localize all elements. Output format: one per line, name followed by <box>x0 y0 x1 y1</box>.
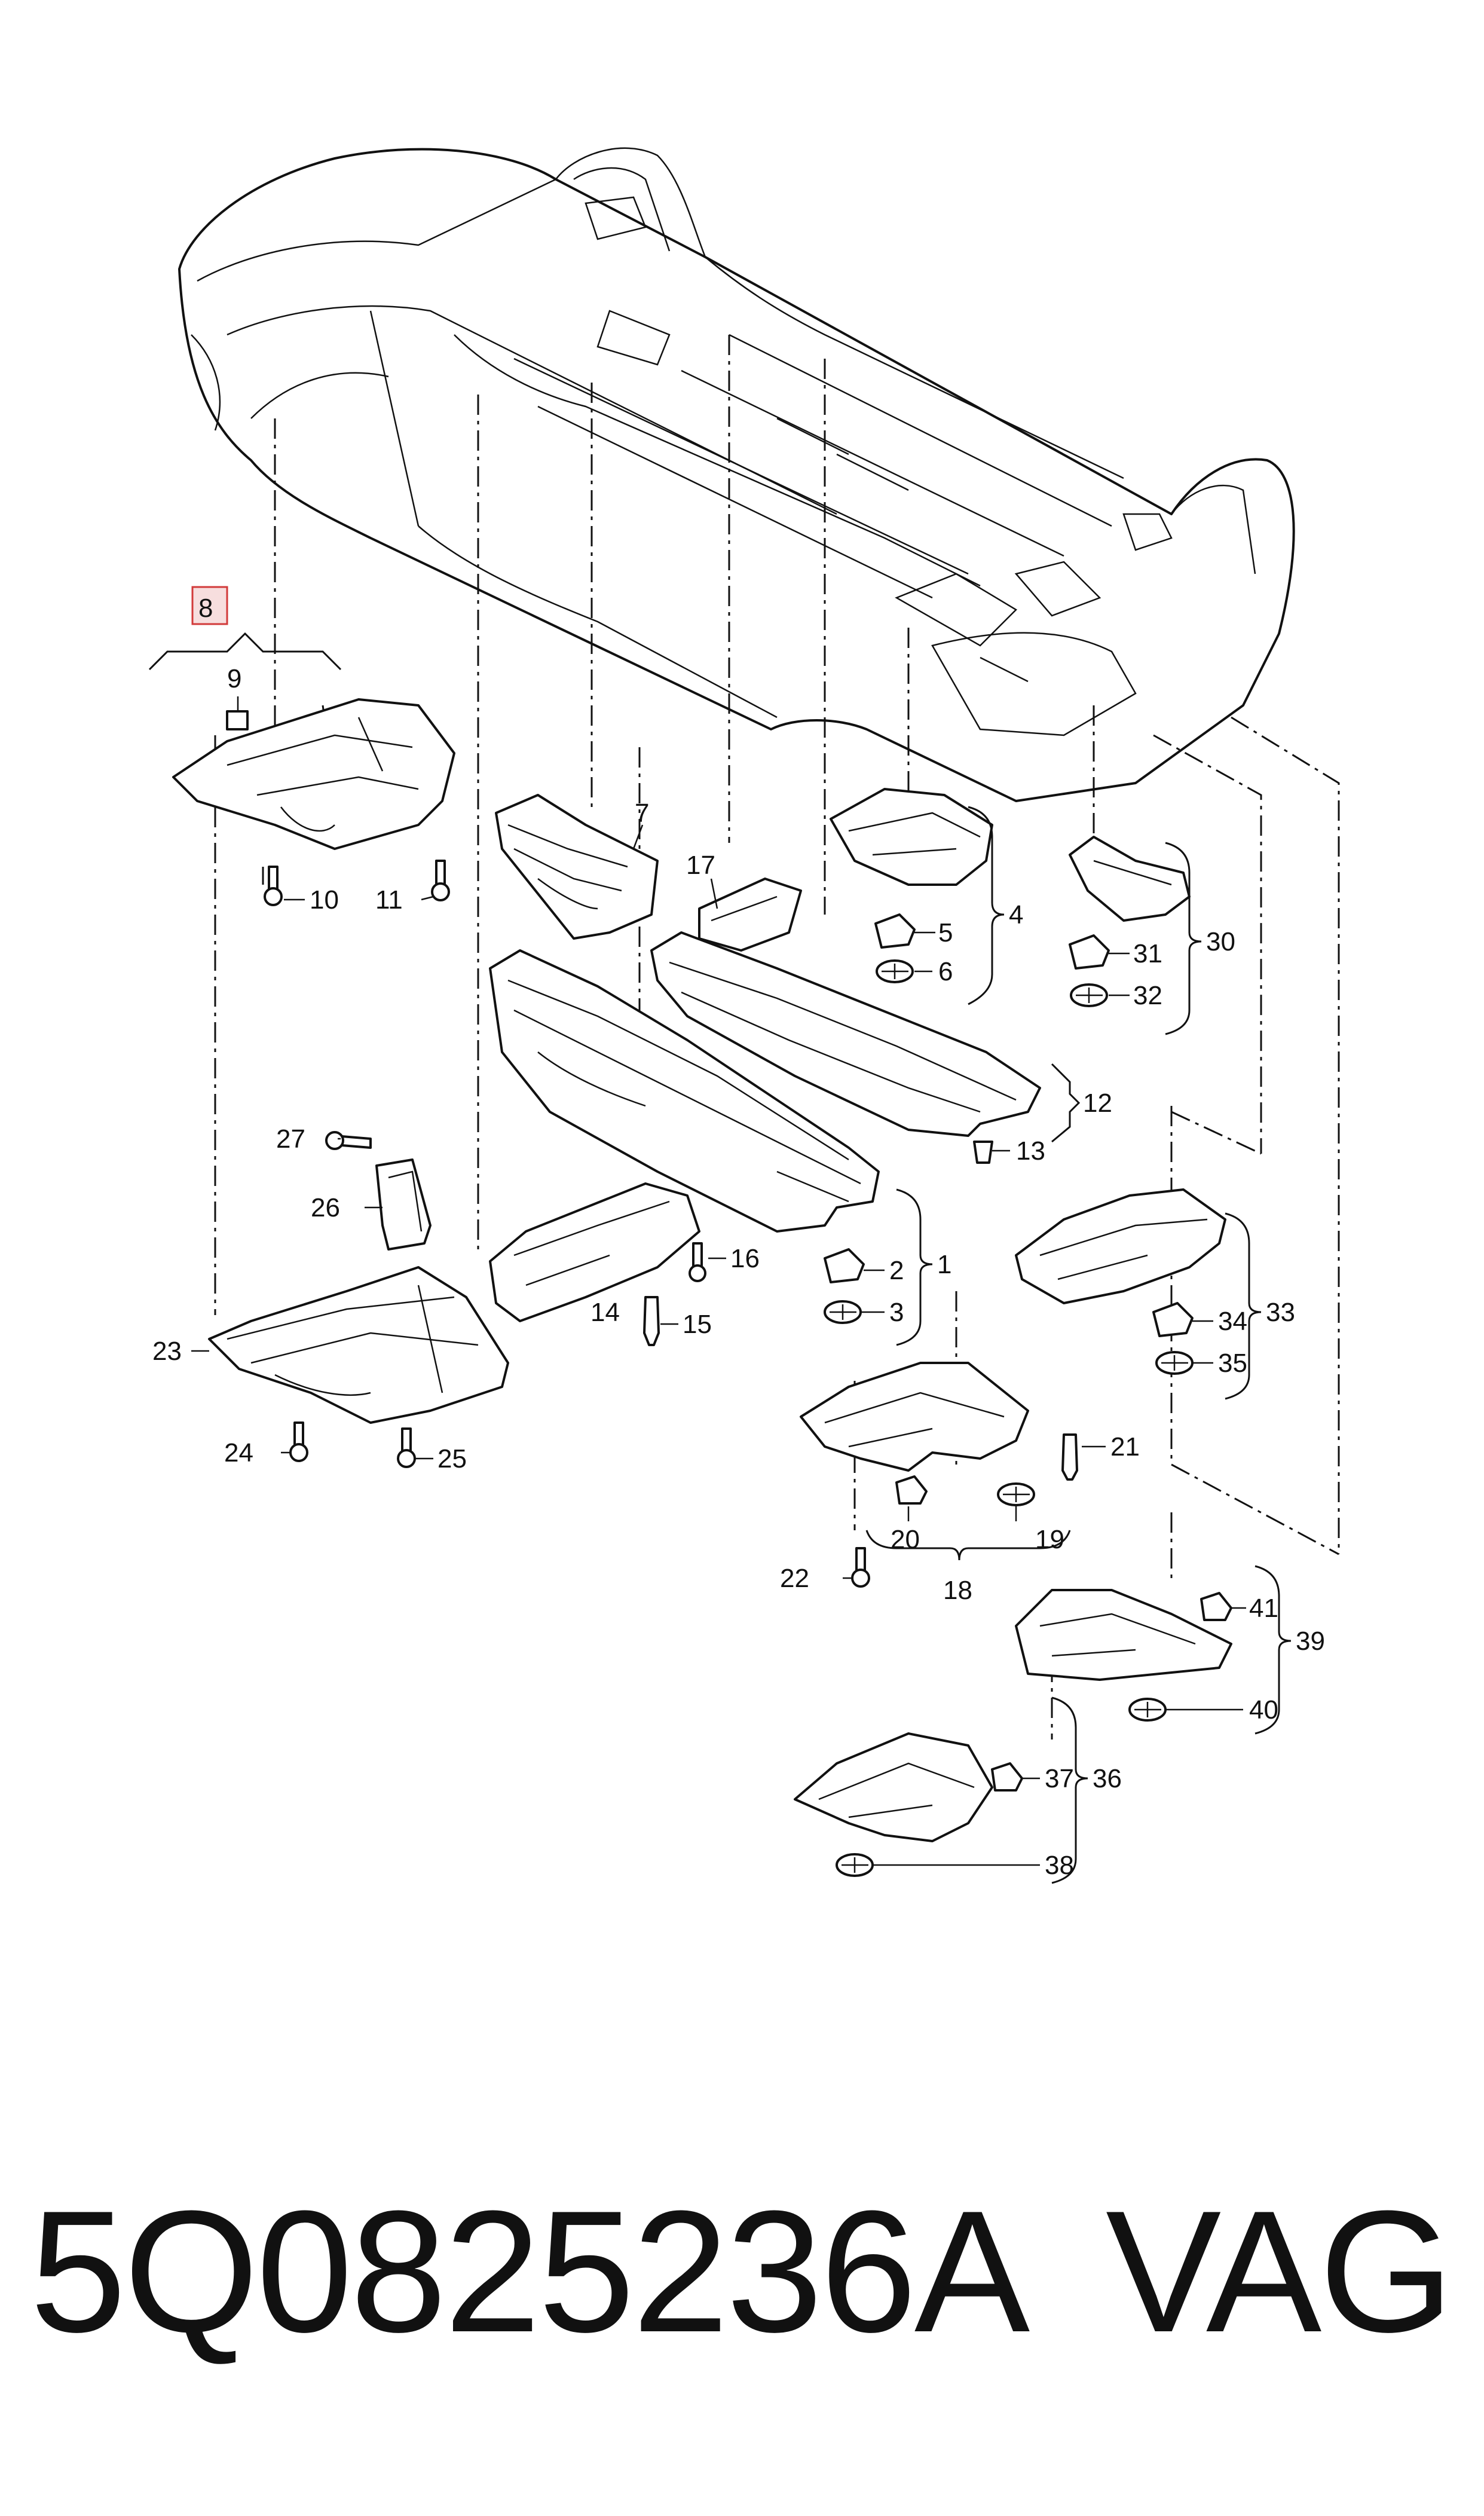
highlight-box-8 <box>191 586 228 625</box>
callout-5: 5 <box>938 918 953 947</box>
screw-10 <box>264 866 283 906</box>
nut-32 <box>1070 983 1108 1007</box>
underbody-panel-part-12 <box>650 931 1041 1137</box>
screw-22 <box>851 1547 870 1588</box>
callout-37: 37 <box>1045 1764 1074 1793</box>
nut-19 <box>997 1482 1035 1506</box>
callout-14: 14 <box>590 1298 620 1327</box>
callout-10: 10 <box>310 885 339 915</box>
callout-27: 27 <box>276 1124 305 1154</box>
clip-37 <box>991 1762 1023 1792</box>
engine-shield-part-23 <box>208 1266 509 1424</box>
footer: 5Q0825236A VAG <box>30 2176 1464 2367</box>
exploded-parts-diagram: 8 9 10 11 7 17 5 4 6 31 30 32 12 13 2 1 … <box>148 147 1340 1884</box>
callout-12: 12 <box>1083 1089 1112 1118</box>
callout-24: 24 <box>224 1438 253 1468</box>
bracket-part-17 <box>698 878 802 952</box>
braces <box>148 632 1292 1884</box>
screw-11 <box>431 860 450 901</box>
callout-1: 1 <box>937 1250 951 1279</box>
clip-34 <box>1152 1302 1194 1337</box>
shield-part-39 <box>1015 1589 1232 1681</box>
screw-25 <box>397 1427 416 1468</box>
leader-lines <box>191 696 1246 1866</box>
shield-part-18 <box>800 1362 1029 1472</box>
nut-38 <box>836 1853 874 1877</box>
clip-5 <box>874 913 916 949</box>
callout-38: 38 <box>1045 1851 1074 1880</box>
clip-41 <box>1200 1592 1232 1621</box>
rivet-21 <box>1061 1433 1078 1481</box>
callout-7: 7 <box>635 799 649 828</box>
callout-32: 32 <box>1133 981 1162 1010</box>
shield-part-36 <box>794 1732 993 1842</box>
callout-4: 4 <box>1009 900 1023 930</box>
nut-35 <box>1155 1351 1194 1375</box>
callout-22: 22 <box>780 1564 809 1593</box>
nut-6 <box>876 959 914 983</box>
callout-26: 26 <box>311 1193 340 1222</box>
callout-35: 35 <box>1218 1349 1247 1378</box>
callout-33: 33 <box>1266 1298 1295 1327</box>
callout-19: 19 <box>1035 1525 1064 1554</box>
callout-13: 13 <box>1016 1136 1045 1166</box>
callout-21: 21 <box>1110 1432 1140 1462</box>
rivet-15 <box>643 1296 660 1346</box>
shield-part-30 <box>1069 836 1191 922</box>
clip-20 <box>895 1475 928 1505</box>
callout-41: 41 <box>1249 1594 1278 1623</box>
nut-40 <box>1128 1698 1167 1722</box>
clip-31 <box>1069 934 1110 970</box>
nut-3 <box>824 1300 862 1324</box>
bolt-16 <box>689 1242 706 1282</box>
callout-34: 34 <box>1218 1307 1247 1336</box>
part-number: 5Q0825236A <box>30 2175 1030 2368</box>
callout-3: 3 <box>889 1298 904 1327</box>
callout-11: 11 <box>375 885 403 915</box>
callout-25: 25 <box>437 1444 467 1473</box>
underbody-panel-part-1 <box>489 949 880 1233</box>
screw-27 <box>325 1131 372 1150</box>
shield-part-33 <box>1015 1188 1226 1304</box>
callout-30: 30 <box>1206 927 1235 956</box>
callout-6: 6 <box>938 957 953 986</box>
callout-17: 17 <box>686 851 715 880</box>
callout-15: 15 <box>683 1310 712 1339</box>
callout-40: 40 <box>1249 1695 1278 1725</box>
callout-20: 20 <box>891 1525 920 1554</box>
callout-16: 16 <box>730 1244 760 1273</box>
callout-9: 9 <box>227 664 241 693</box>
callout-31: 31 <box>1133 939 1162 968</box>
shield-part-14 <box>489 1182 700 1322</box>
clip-2 <box>824 1248 865 1283</box>
callout-labels: 8 9 10 11 7 17 5 4 6 31 30 32 12 13 2 1 … <box>152 594 1325 1880</box>
brand-name: VAG <box>1106 2175 1454 2368</box>
callout-8: 8 <box>198 594 213 623</box>
callout-18: 18 <box>943 1576 972 1605</box>
clip-13 <box>973 1141 993 1164</box>
car-underbody <box>178 147 1295 802</box>
callout-23: 23 <box>152 1337 182 1366</box>
screw-24 <box>289 1421 308 1462</box>
heat-shield-part-7 <box>495 794 659 940</box>
callout-36: 36 <box>1093 1764 1122 1793</box>
trim-part-26 <box>375 1158 432 1251</box>
shield-part-4 <box>830 788 993 886</box>
callout-39: 39 <box>1296 1627 1325 1656</box>
callout-2: 2 <box>889 1256 904 1285</box>
engine-shield-part-8 <box>172 698 455 850</box>
